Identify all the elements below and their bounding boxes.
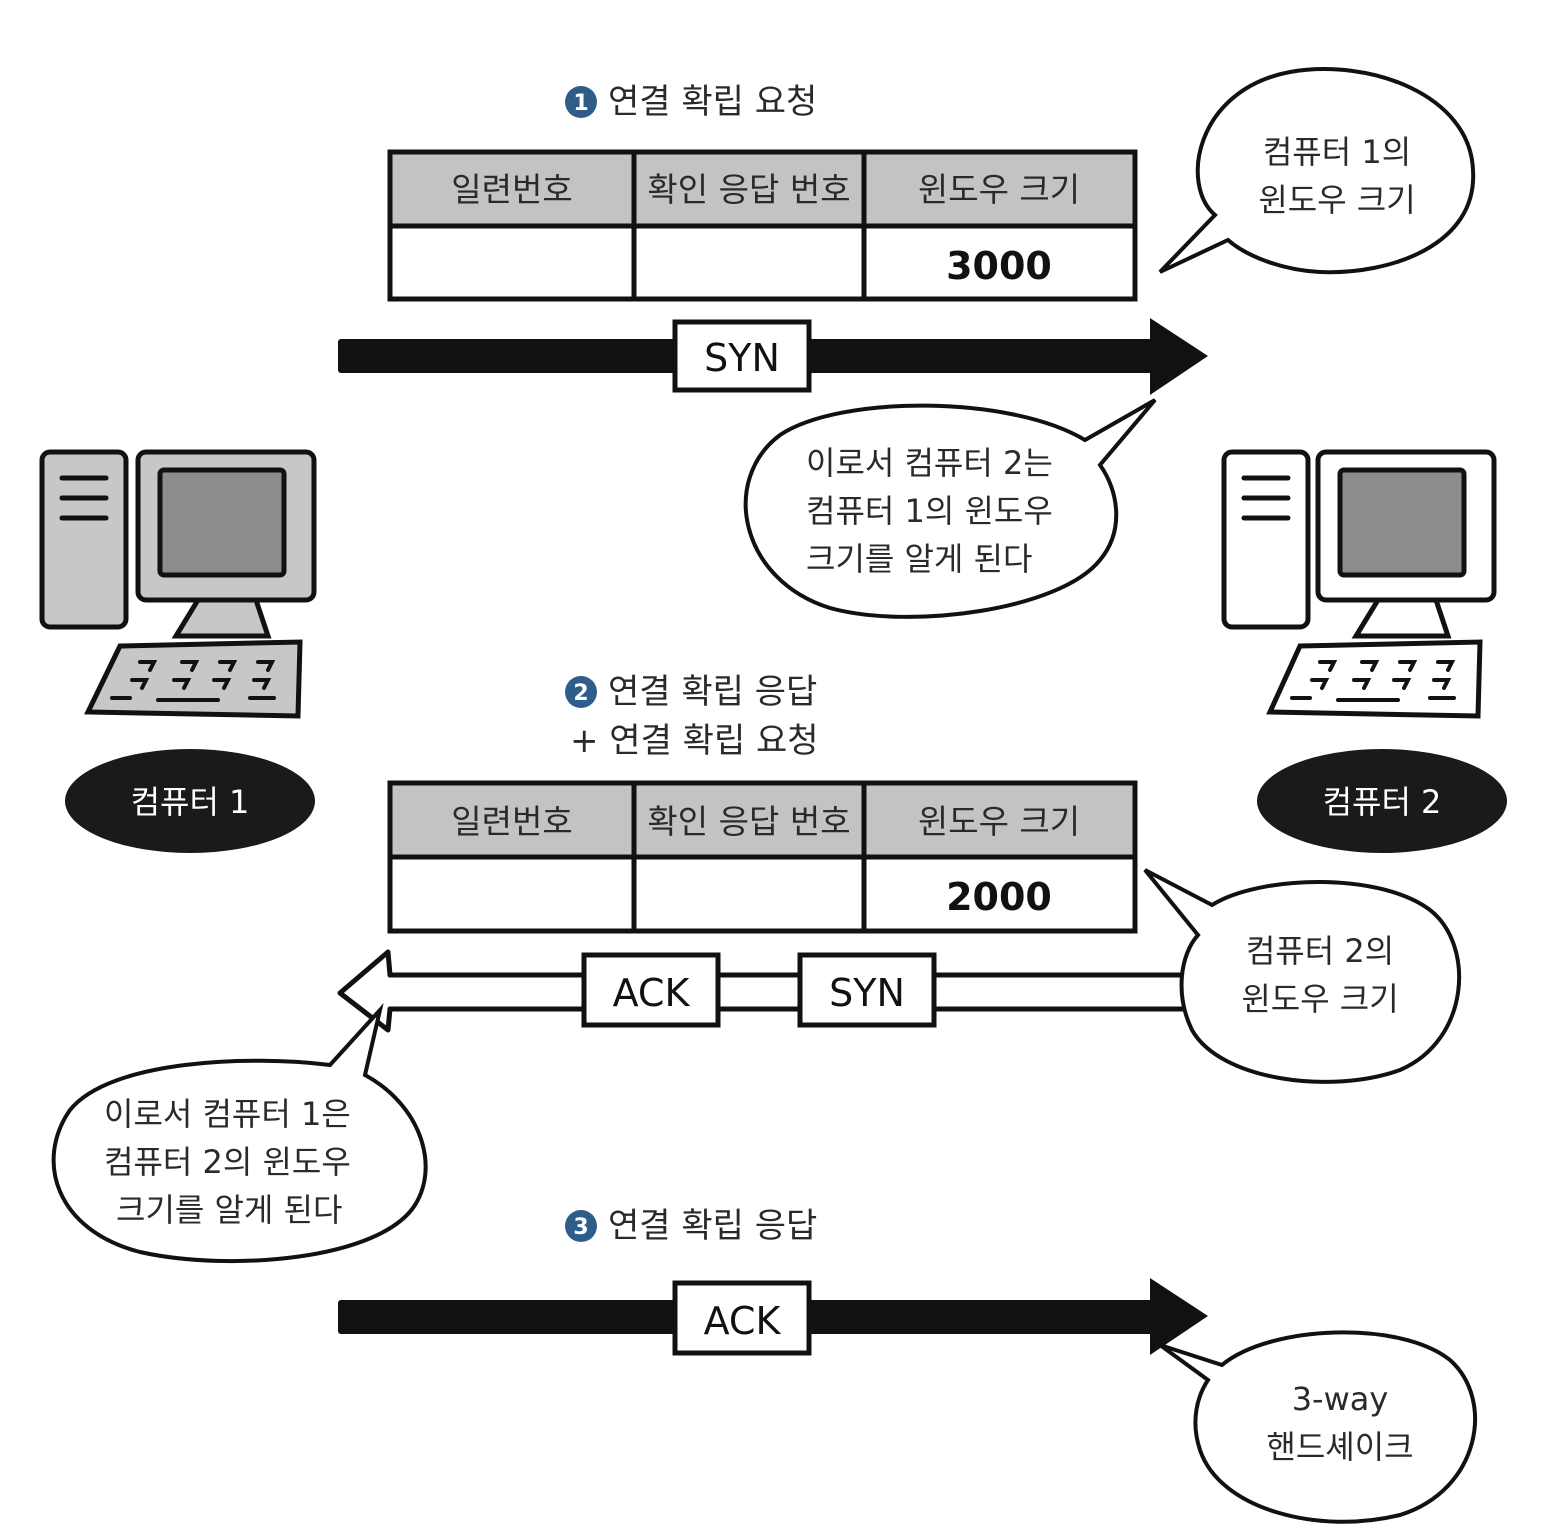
table-1-header-seq: 일련번호 [451,170,572,209]
syn-arrow-right: SYN [338,318,1208,395]
bubble-c1-learns-line1: 이로서 컴퓨터 1은 [104,1095,351,1133]
table-2-header-window: 윈도우 크기 [918,802,1080,841]
table-2-header-row [390,783,1135,857]
bubble-c1-window-line2: 윈도우 크기 [1258,181,1415,219]
table-1-header-row [390,152,1135,226]
bubble-handshake-line1: 3-way [1292,1380,1389,1418]
syn-flag-1: SYN [704,336,780,380]
table-2-window-value: 2000 [946,875,1052,919]
computer-2-label: 컴퓨터 2 [1323,783,1442,821]
table-1-window-value: 3000 [946,244,1052,288]
step-2-badge [565,676,597,708]
ack-syn-arrow-left: ACK SYN [337,949,1195,1033]
bubble-c2-window-line2: 윈도우 크기 [1241,980,1398,1018]
syn-flag-2: SYN [829,971,905,1015]
segment-table-1: 일련번호 확인 응답 번호 윈도우 크기 3000 [387,149,1138,302]
bubble-c1-learns: 이로서 컴퓨터 1은 컴퓨터 2의 윈도우 크기를 알게 된다 [51,1002,428,1264]
ack-flag-box-3 [672,1280,812,1356]
step-3-number: 3 [573,1215,588,1240]
bubble-c2-learns-line3: 크기를 알게 된다 [806,540,1032,578]
step-2-heading: 2 연결 확립 응답 + 연결 확립 요청 [565,672,819,761]
bubble-c1-window-line1: 컴퓨터 1의 [1263,133,1411,171]
bubble-c2-window: 컴퓨터 2의 윈도우 크기 [1143,868,1462,1084]
step-3-heading: 3 연결 확립 응답 [565,1206,817,1246]
ack-flag-2: ACK [613,971,691,1015]
step-1-heading: 1 연결 확립 요청 [565,82,817,122]
computer-1-label-badge [65,749,315,853]
computer-2-screen [1337,467,1467,578]
segment-table-2: 일련번호 확인 응답 번호 윈도우 크기 2000 [387,780,1138,934]
bubble-c2-learns-line1: 이로서 컴퓨터 2는 [806,444,1053,482]
ack-flag-box-2 [581,952,721,1028]
step-1-label: 연결 확립 요청 [608,82,817,122]
bubble-c1-learns-line3: 크기를 알게 된다 [116,1191,342,1229]
computer-2-label-badge [1257,749,1507,853]
syn-flag-box-1 [672,319,812,393]
syn-flag-box-2 [797,952,937,1028]
bubble-c2-learns-line2: 컴퓨터 1의 윈도우 [806,492,1053,530]
computer-2: 컴퓨터 2 [1221,449,1507,853]
step-3-badge [565,1210,597,1242]
step-2-label-2: + 연결 확립 요청 [570,721,819,761]
computer-1-label: 컴퓨터 1 [131,783,250,821]
step-1-number: 1 [573,91,588,116]
table-1-header-window: 윈도우 크기 [918,170,1080,209]
bubble-c2-learns: 이로서 컴퓨터 2는 컴퓨터 1의 윈도우 크기를 알게 된다 [743,398,1157,619]
ack-flag-3: ACK [704,1299,782,1343]
bubble-c2-window-line1: 컴퓨터 2의 [1246,932,1394,970]
ack-arrow-right: ACK [338,1278,1208,1356]
bubble-handshake-line2: 핸드셰이크 [1266,1428,1413,1466]
bubble-c1-learns-line2: 컴퓨터 2의 윈도우 [104,1143,351,1181]
step-2-label: 연결 확립 응답 [608,672,817,712]
table-2-header-ack: 확인 응답 번호 [647,802,850,841]
step-1-badge [565,86,597,118]
step-3-label: 연결 확립 응답 [608,1206,817,1246]
table-2-header-seq: 일련번호 [451,802,572,841]
bubble-c1-window: 컴퓨터 1의 윈도우 크기 [1158,67,1476,275]
step-2-number: 2 [573,681,588,706]
computer-1-screen [157,467,287,578]
computer-1: 컴퓨터 1 [39,449,317,853]
table-1-header-ack: 확인 응답 번호 [647,170,850,209]
bubble-handshake: 3-way 핸드셰이크 [1158,1330,1478,1524]
